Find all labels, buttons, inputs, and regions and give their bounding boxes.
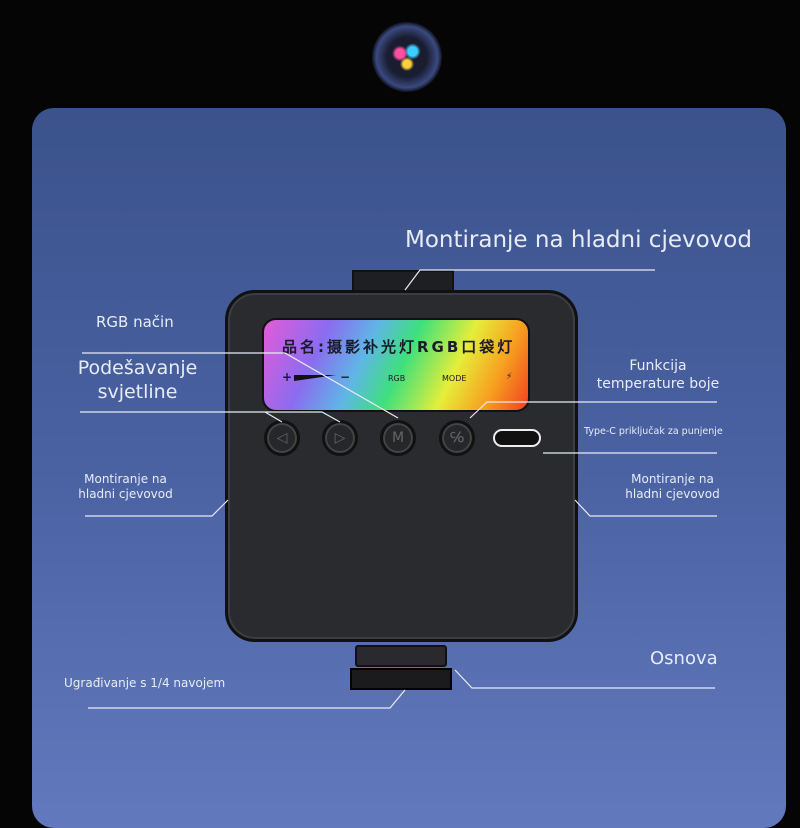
label-top-mount: Montiranje na hladni cjevovod	[405, 227, 752, 253]
label-typec: Type-C priključak za punjenje	[584, 426, 723, 437]
plus-sign: +	[282, 370, 293, 384]
label-color-temp: Funkcija temperature boje	[596, 358, 720, 392]
color-temp-button[interactable]: ℅	[439, 420, 475, 456]
label-left-mount: Montiranje na hladni cjevovod	[78, 472, 173, 501]
mode-indicator: MODE	[442, 374, 467, 383]
label-rgb-mode: RGB način	[96, 313, 174, 331]
callout-lines	[80, 269, 717, 709]
label-brightness: Podešavanje svjetline	[77, 357, 198, 403]
minus-sign: −	[340, 370, 351, 384]
label-base: Osnova	[650, 648, 718, 669]
label-thread: Ugrađivanje s 1/4 navojem	[64, 676, 226, 690]
label-right-mount: Montiranje na hladni cjevovod	[625, 472, 720, 501]
shoe-base	[350, 668, 452, 690]
usb-c-port	[493, 429, 541, 447]
brightness-down-button[interactable]: ◁	[264, 420, 300, 456]
logo-orb	[372, 22, 442, 92]
mode-button[interactable]: M	[380, 420, 416, 456]
product-name: 品名:摄影补光灯RGB口袋灯	[282, 338, 516, 356]
rgb-indicator: RGB	[388, 374, 406, 383]
thread-knob	[355, 645, 447, 667]
bolt-icon: ⚡	[506, 372, 513, 382]
rgb-display: 品名:摄影补光灯RGB口袋灯 + − RGB MODE ⚡	[262, 318, 530, 412]
